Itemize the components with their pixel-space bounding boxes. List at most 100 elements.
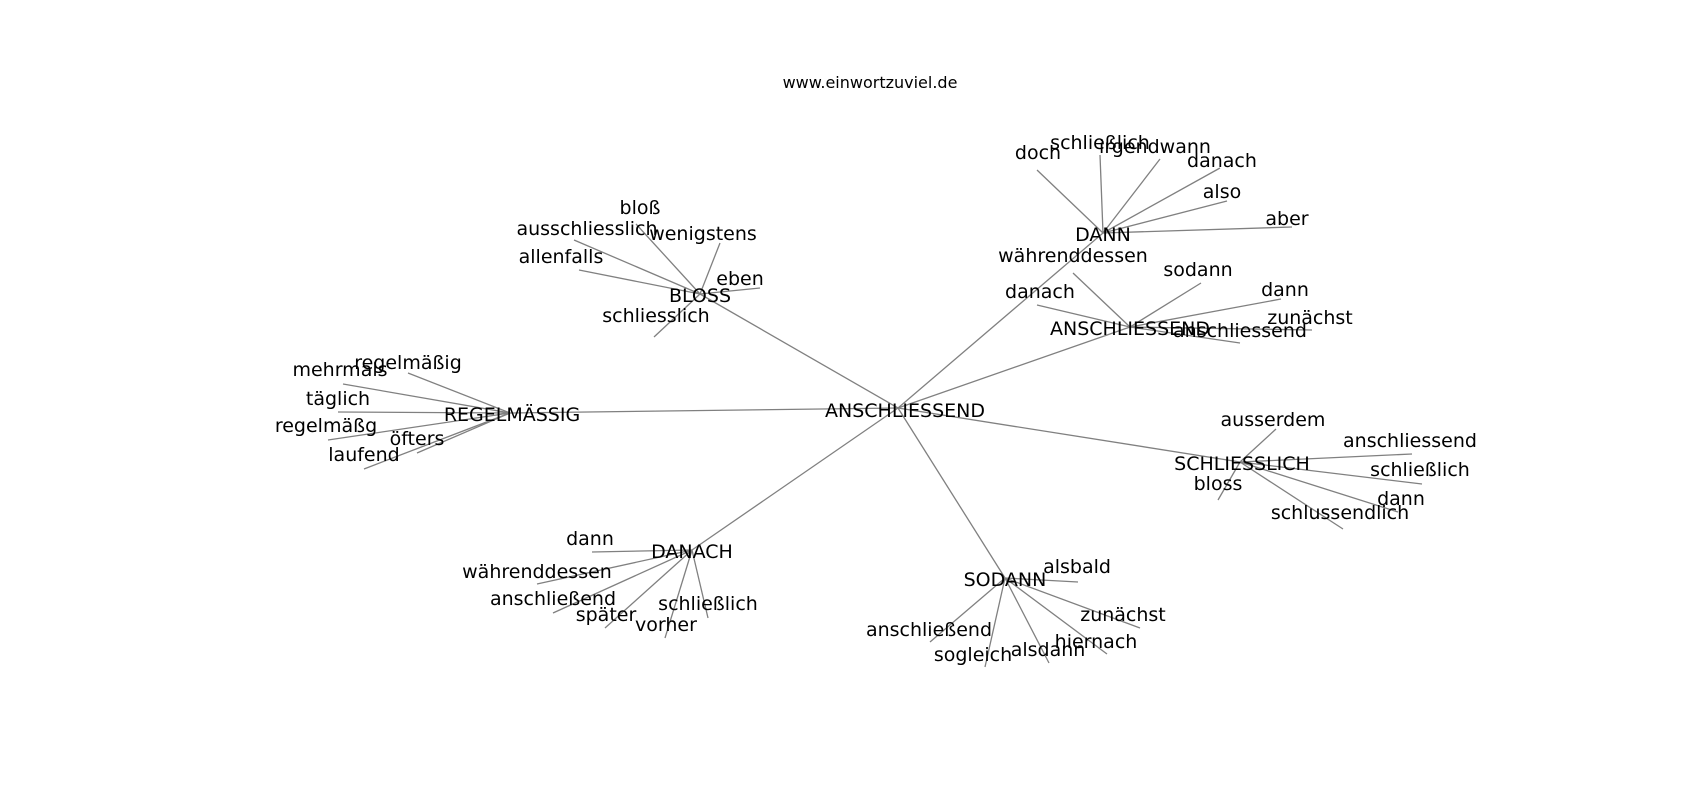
edge-regelmaessig-oefters	[416, 412, 511, 454]
root-node-label: ANSCHLIESSEND	[825, 400, 985, 422]
edge-dann-also	[1102, 200, 1228, 234]
edge-dann-irgendwann	[1102, 158, 1161, 234]
leaf-node-sodann-anschliessend: anschließend	[866, 619, 992, 641]
leaf-node-danach-dann: dann	[566, 528, 614, 550]
leaf-node-bloss-ausschliesslich: ausschliesslich	[516, 218, 657, 240]
edge-anschliessend-sodann	[1129, 282, 1202, 328]
edge-sodann-sogleich	[984, 577, 1006, 668]
edge-danach-spaeter	[604, 549, 693, 629]
edge-root-bloss	[699, 293, 899, 409]
edge-anschliessend-zunaechst	[1129, 326, 1313, 331]
leaf-node-regelmaessig-regelmaessg: regelmäßg	[275, 415, 377, 437]
edge-dann-schliesslich	[1099, 154, 1104, 234]
edge-schliesslich-ausserdem	[1239, 428, 1277, 463]
edge-danach-anschliessend	[552, 549, 693, 614]
leaf-node-schliesslich-schlussendlich: schlussendlich	[1271, 502, 1409, 524]
hub-node-sodann: SODANN	[964, 569, 1047, 591]
leaf-node-dann-danach: danach	[1187, 150, 1257, 172]
edge-bloss-wenigstens	[699, 242, 721, 295]
leaf-node-anschliessend-anschliessend: anschliessend	[1173, 320, 1307, 342]
leaf-node-regelmaessig-mehrmals: mehrmals	[292, 359, 387, 381]
edge-anschliessend-danach	[1036, 304, 1131, 328]
edge-regelmaessig-laufend	[363, 412, 511, 470]
leaf-node-bloss-wenigstens: wenigstens	[649, 223, 757, 245]
leaf-node-schliesslich-dann: dann	[1377, 488, 1425, 510]
leaf-node-dann-irgendwann: irgendwann	[1099, 136, 1211, 158]
edge-root-dann	[897, 232, 1104, 409]
edge-sodann-anschliessend	[929, 577, 1006, 643]
hub-node-dann: DANN	[1075, 224, 1131, 246]
leaf-node-regelmaessig-laufend: laufend	[328, 444, 399, 466]
hub-node-regelmaessig: REGELMÄSSIG	[444, 403, 580, 426]
leaf-node-regelmaessig-oefters: öfters	[390, 428, 445, 450]
edge-anschliessend-dann	[1129, 298, 1282, 328]
leaf-node-schliesslich-anschliessend: anschliessend	[1343, 430, 1477, 452]
leaf-node-sodann-alsbald: alsbald	[1043, 556, 1111, 578]
edge-sodann-alsbald	[1004, 577, 1079, 583]
labels-layer: ANSCHLIESSEND BLOSS bloßausschliesslichwen…	[275, 132, 1477, 666]
edge-bloss-schliesslich	[653, 293, 701, 338]
edge-schliesslich-schliesslich	[1239, 461, 1423, 485]
leaf-node-bloss-bloss: bloß	[620, 197, 661, 219]
leaf-node-sodann-sogleich: sogleich	[934, 644, 1012, 666]
edge-root-schliesslich	[897, 407, 1241, 463]
hub-node-bloss: BLOSS	[669, 285, 731, 307]
edge-root-sodann	[897, 407, 1006, 579]
edge-danach-vorher	[664, 549, 693, 639]
edge-dann-danach	[1102, 167, 1221, 234]
edge-bloss-allenfalls	[578, 269, 701, 295]
leaf-node-dann-also: also	[1203, 181, 1241, 203]
edge-schliesslich-anschliessend	[1239, 453, 1413, 463]
edge-regelmaessig-regelmaessig	[407, 372, 511, 414]
hub-node-schliesslich: SCHLIESSLICH	[1174, 453, 1310, 475]
edge-bloss-bloss	[635, 223, 701, 295]
edge-danach-schliesslich	[691, 549, 709, 619]
edge-danach-dann	[591, 549, 693, 553]
leaf-node-danach-schliesslich: schließlich	[658, 593, 758, 615]
edge-regelmaessig-regelmaessg	[327, 412, 511, 441]
leaf-node-anschliessend-danach: danach	[1005, 281, 1075, 303]
leaf-node-bloss-schliesslich: schliesslich	[602, 305, 709, 327]
leaf-node-schliesslich-schliesslich: schließlich	[1370, 459, 1470, 481]
edge-schliesslich-bloss	[1217, 461, 1241, 501]
edge-anschliessend-anschliessend	[1129, 326, 1241, 344]
hub-node-danach: DANACH	[651, 541, 733, 563]
site-title: www.einwortzuviel.de	[783, 73, 958, 92]
edge-sodann-hiernach	[1004, 577, 1108, 655]
leaf-node-schliesslich-ausserdem: ausserdem	[1221, 409, 1326, 431]
edge-danach-waehrenddessen	[536, 549, 693, 585]
hub-node-anschliessend: ANSCHLIESSEND	[1050, 318, 1210, 340]
leaf-node-sodann-alsdann: alsdann	[1011, 639, 1086, 661]
leaf-node-anschliessend-waehrenddessen: währenddessen	[998, 245, 1148, 267]
edge-schliesslich-schlussendlich	[1239, 461, 1344, 530]
leaf-node-bloss-eben: eben	[716, 268, 763, 290]
leaf-node-bloss-allenfalls: allenfalls	[519, 246, 604, 268]
edge-regelmaessig-mehrmals	[342, 383, 511, 414]
leaf-node-dann-doch: doch	[1015, 142, 1061, 164]
leaf-node-danach-waehrenddessen: währenddessen	[462, 561, 612, 583]
edge-root-danach	[691, 407, 899, 551]
leaf-node-danach-vorher: vorher	[635, 614, 697, 636]
leaf-node-sodann-zunaechst: zunächst	[1080, 604, 1166, 626]
leaf-node-regelmaessig-regelmaessig: regelmäßig	[354, 352, 462, 374]
edge-bloss-ausschliesslich	[573, 239, 701, 295]
leaf-node-schliesslich-bloss: bloss	[1194, 473, 1243, 495]
edge-regelmaessig-taeglich	[337, 411, 511, 414]
leaf-node-anschliessend-sodann: sodann	[1163, 259, 1232, 281]
edge-root-regelmaessig	[509, 407, 899, 414]
leaf-node-sodann-hiernach: hiernach	[1055, 631, 1138, 653]
leaf-node-danach-spaeter: später	[576, 604, 637, 626]
leaf-node-danach-anschliessend: anschließend	[490, 588, 616, 610]
leaf-node-dann-schliesslich: schließlich	[1050, 132, 1150, 154]
edge-dann-aber	[1102, 226, 1293, 234]
edge-sodann-zunaechst	[1004, 577, 1141, 629]
edge-schliesslich-dann	[1239, 461, 1399, 513]
edges-layer	[327, 154, 1423, 668]
leaf-node-dann-aber: aber	[1265, 208, 1308, 230]
edge-sodann-alsdann	[1004, 577, 1050, 664]
edge-bloss-eben	[699, 287, 761, 295]
edge-root-anschliessend	[897, 326, 1131, 409]
edge-dann-doch	[1036, 169, 1104, 234]
leaf-node-anschliessend-dann: dann	[1261, 279, 1309, 301]
